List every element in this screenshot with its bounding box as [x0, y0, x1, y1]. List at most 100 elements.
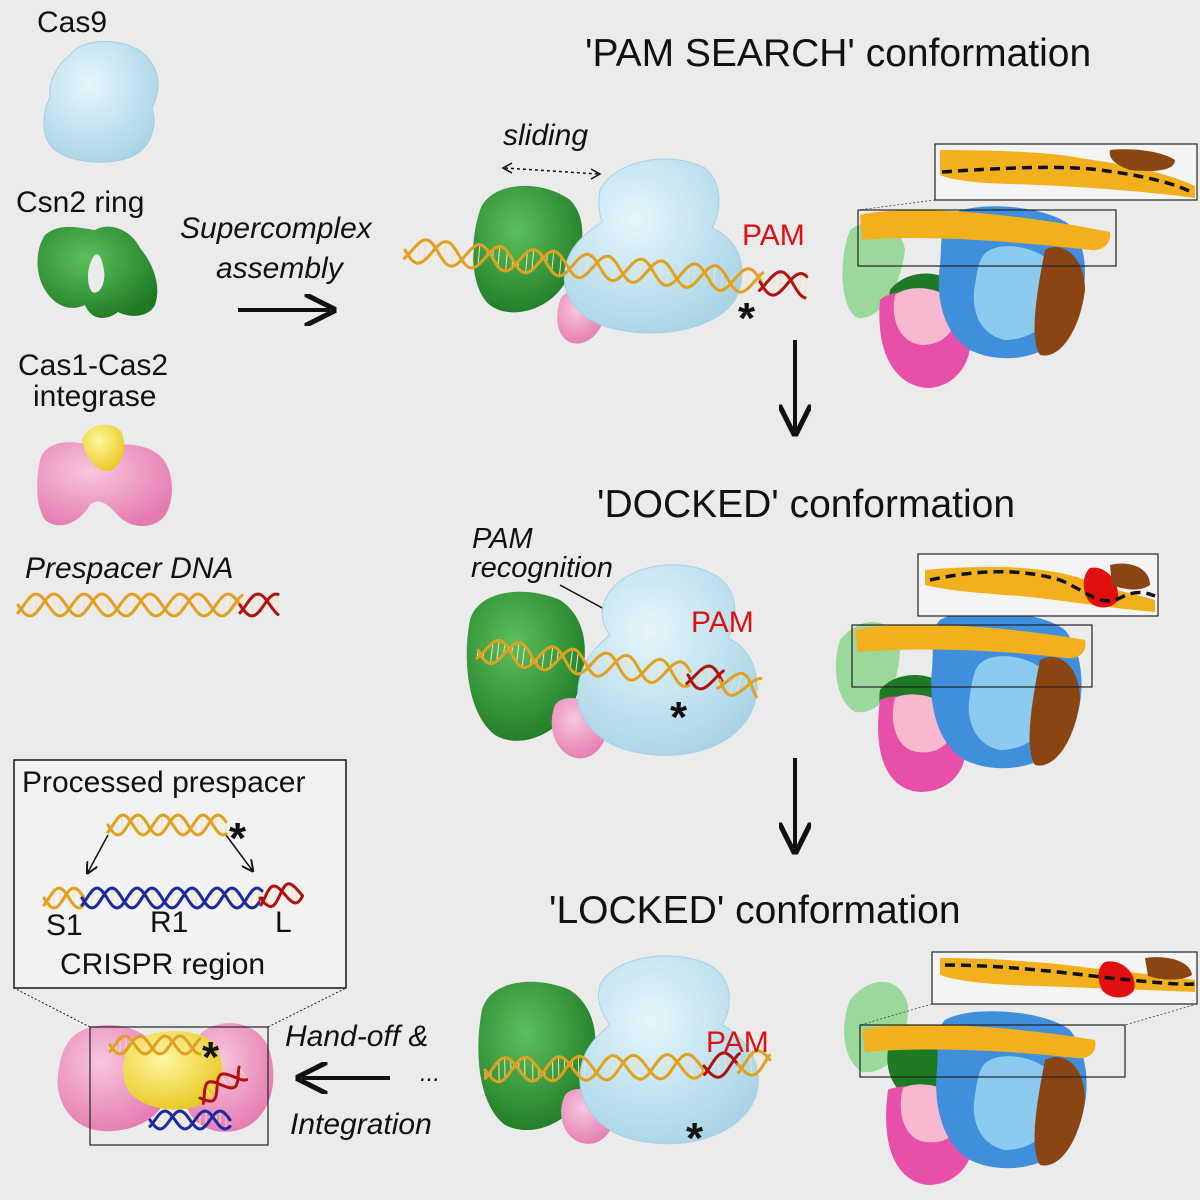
dna-base-pair [639, 259, 642, 280]
dna-base-pair [804, 276, 808, 298]
r1-label: R1 [150, 906, 189, 939]
dna-base-pair [605, 256, 609, 277]
complex-docked [466, 564, 758, 759]
dna-base-pair [729, 674, 737, 696]
dna-strand [198, 1072, 249, 1103]
cas1-cas2-blob [37, 442, 172, 527]
dna-strand [483, 1053, 708, 1083]
structure-pam-search [842, 143, 1198, 388]
dna-base-pair [749, 1055, 753, 1076]
dna-base-pair [575, 651, 579, 674]
dna-base-pair [648, 663, 652, 683]
structure-locked [844, 951, 1198, 1185]
dna-strand [757, 270, 807, 300]
dna-strand [402, 238, 764, 292]
dna-base-pair [451, 246, 455, 267]
dna-base-pair [755, 1050, 759, 1073]
zoom-connector [13, 987, 91, 1028]
dna-strand [685, 664, 724, 685]
sliding-arrow [504, 167, 599, 175]
dna-base-pair [628, 658, 633, 680]
dna-base-pair [682, 664, 686, 687]
dna-base-pair [740, 270, 744, 293]
complex-pam-search [473, 158, 743, 344]
dna-base-pair [578, 256, 582, 278]
dna-strand [42, 886, 86, 910]
prespacer-dna-helix [475, 638, 692, 688]
pam-recognition-label-line2: recognition [471, 552, 613, 584]
pam-dna-helix [757, 270, 809, 300]
s1-label: S1 [46, 909, 83, 942]
dna-strand [106, 813, 228, 837]
dna-base-pair [521, 645, 526, 668]
dna-base-pair [204, 1087, 214, 1101]
inset-arrow [225, 834, 252, 870]
dna-base-pair [290, 884, 294, 903]
dna-base-pair [559, 256, 562, 276]
dna-strand [16, 592, 244, 618]
asterisk: * [686, 1114, 704, 1163]
dna-base-pair [531, 249, 535, 271]
docked-title: 'DOCKED' conformation [597, 483, 1016, 526]
dna-strand [148, 1109, 232, 1131]
asterisk: * [202, 1033, 220, 1082]
dna-base-pair [268, 889, 272, 907]
dna-base-pair [692, 263, 696, 285]
dna-base-pair [724, 1052, 727, 1072]
cas9-blob [579, 955, 759, 1145]
dna-strand [106, 813, 228, 837]
pam-label: PAM [706, 1026, 769, 1059]
dna-strand [686, 669, 725, 691]
repeat-dna-helix [148, 1109, 232, 1131]
dna-base-pair [220, 1074, 229, 1088]
cas9-blob [43, 41, 159, 163]
handoff-label-line1: Hand-off & [285, 1020, 429, 1053]
dna-base-pair [746, 268, 750, 290]
dna-base-pair [717, 1055, 720, 1078]
dna-base-pair [798, 273, 802, 294]
inset-arrow [88, 834, 109, 872]
leader-dna-helix [198, 1065, 249, 1105]
dna-base-pair [477, 244, 481, 266]
cas9-label: Cas9 [37, 6, 108, 39]
dna-base-pair [772, 274, 776, 296]
dna-base-pair [505, 251, 508, 272]
dna-base-pair [549, 646, 554, 668]
dna-strand [403, 240, 765, 294]
cas9-blob [563, 158, 743, 334]
dna-base-pair [489, 642, 494, 664]
r1-repeat-helix [80, 886, 264, 910]
dna-base-pair [226, 1074, 236, 1088]
dna-strand [475, 638, 691, 688]
dna-strand [80, 886, 264, 910]
dna-strand [238, 592, 280, 618]
dna-base-pair [516, 642, 520, 663]
prespacer-dna-helix [483, 1052, 708, 1084]
l-leader-helix [258, 882, 305, 909]
cas9-blob [577, 564, 758, 756]
dna-base-pair [585, 254, 589, 275]
dna-base-pair [666, 266, 670, 286]
dna-strand [201, 1065, 241, 1105]
dna-helices [16, 238, 809, 1131]
prespacer-dna-helix [716, 671, 763, 699]
dna-base-pair [238, 1066, 248, 1080]
dna-base-pair [632, 261, 636, 283]
pam-recognition-label-line1: PAM [472, 523, 533, 555]
prespacer-dna-helix [402, 238, 765, 294]
pam-search-title: 'PAM SEARCH' conformation [585, 32, 1092, 75]
pam-dna-helix [685, 664, 725, 691]
dna-base-pair [603, 653, 607, 674]
cas1-cas2-label-line2: integrase [33, 380, 157, 413]
prespacer-dna-label: Prespacer DNA [25, 552, 234, 585]
csn2-ring-blob [37, 226, 158, 318]
dna-strand [716, 671, 758, 699]
s1-helix [42, 886, 86, 910]
dna-base-pair [712, 265, 716, 287]
handoff-label-line2: Integration [290, 1108, 432, 1141]
locked-title: 'LOCKED' conformation [549, 889, 961, 932]
zoom-box [89, 1026, 269, 1146]
dna-base-pair [686, 266, 690, 288]
dna-base-pair [778, 271, 782, 293]
dna-strand [108, 1034, 202, 1056]
